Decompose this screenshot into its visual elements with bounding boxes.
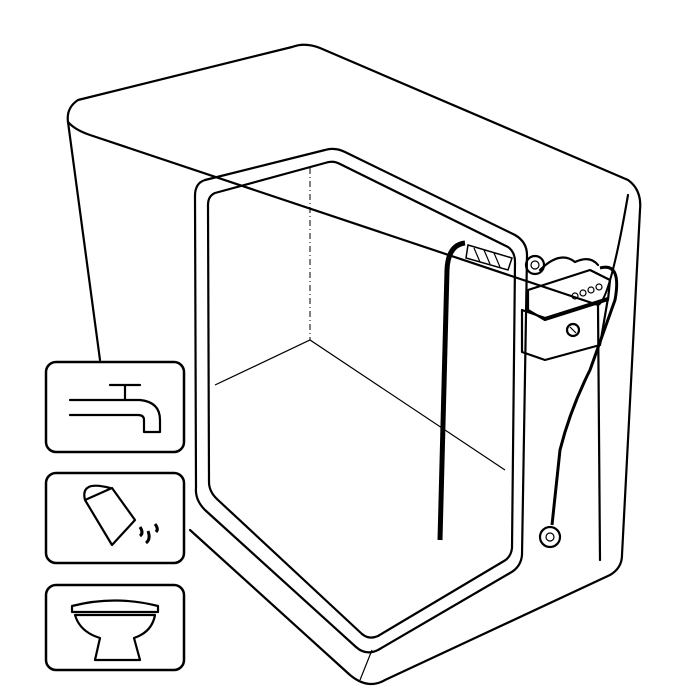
toilet-icon bbox=[44, 583, 186, 672]
tank-opening bbox=[193, 147, 529, 654]
control-box bbox=[520, 254, 619, 549]
heating-element bbox=[437, 240, 513, 541]
water-tap-icon bbox=[44, 360, 186, 454]
bucket-pouring-icon bbox=[44, 471, 186, 565]
cable-plug bbox=[538, 525, 562, 549]
